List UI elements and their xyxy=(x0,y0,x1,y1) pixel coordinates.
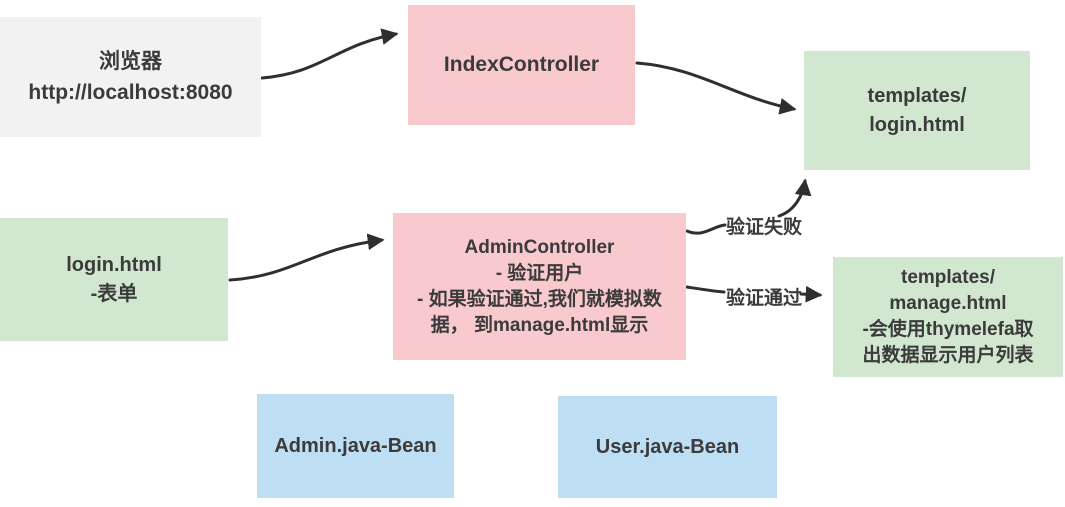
line-admincontroller-to-pass-label xyxy=(685,285,726,294)
manage-template-file: manage.html xyxy=(889,293,1007,314)
login-template-node: templates/ login.html xyxy=(804,51,1030,170)
admin-bean-label: Admin.java-Bean xyxy=(274,434,437,457)
admin-controller-note-2: - 如果验证通过,我们就模拟数 xyxy=(417,288,662,310)
admin-controller-note-3: 据， 到manage.html显示 xyxy=(430,314,649,336)
line-admincontroller-to-fail-label xyxy=(685,223,727,235)
login-template-dir: templates/ xyxy=(867,84,967,107)
admin-controller-note-1: - 验证用户 xyxy=(495,262,584,284)
manage-template-node: templates/ manage.html -会使用thymelefa取 出数… xyxy=(833,257,1063,377)
manage-template-dir: templates/ xyxy=(901,267,995,288)
manage-template-note-1: -会使用thymelefa取 xyxy=(862,319,1034,340)
admin-controller-label: AdminController xyxy=(464,236,615,258)
login-form-file: login.html xyxy=(66,253,162,276)
auth-fail-edge-label: 验证失败 xyxy=(726,217,803,238)
index-controller-label: IndexController xyxy=(443,53,600,76)
user-bean-node: User.java-Bean xyxy=(558,396,777,498)
browser-node: 浏览器 http://localhost:8080 xyxy=(0,17,261,137)
login-form-node: login.html -表单 xyxy=(0,218,228,341)
arrow-fail-label-to-login-template xyxy=(777,178,812,218)
arrow-loginform-to-admincontroller xyxy=(228,233,385,282)
login-form-note: -表单 xyxy=(90,282,138,305)
user-bean-label: User.java-Bean xyxy=(595,435,740,458)
browser-label: 浏览器 xyxy=(99,50,162,73)
browser-url: http://localhost:8080 xyxy=(28,81,233,104)
login-template-file: login.html xyxy=(869,113,965,136)
manage-template-note-2: 出数据显示用户列表 xyxy=(862,345,1034,366)
arrow-pass-label-to-manage-template xyxy=(799,285,823,303)
index-controller-node: IndexController xyxy=(408,5,635,125)
auth-pass-edge-label: 验证通过 xyxy=(726,288,803,309)
arrow-browser-to-indexcontroller xyxy=(260,28,399,80)
admin-controller-node: AdminController - 验证用户 - 如果验证通过,我们就模拟数 据… xyxy=(393,213,686,360)
arrow-indexcontroller-to-login-template xyxy=(635,61,797,115)
admin-bean-node: Admin.java-Bean xyxy=(257,394,454,498)
